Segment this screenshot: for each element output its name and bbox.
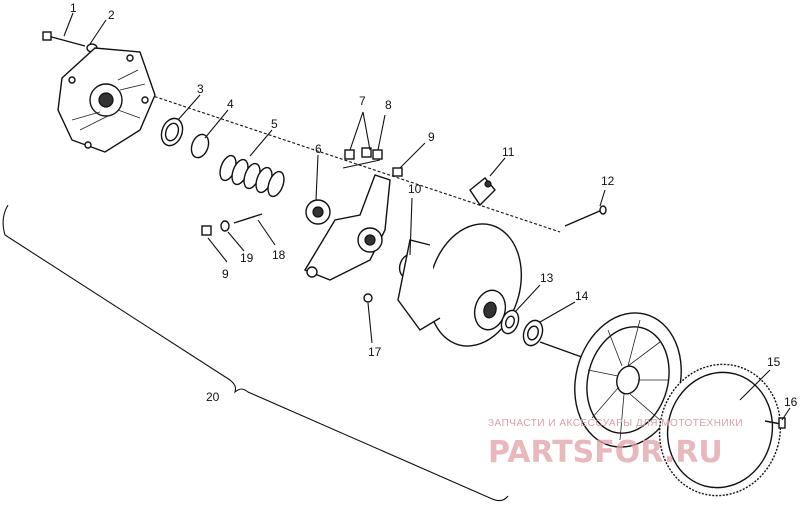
callout-1: 1 [70, 1, 77, 15]
spacer-ring-part [522, 319, 544, 347]
center-axis-line [149, 94, 561, 233]
nut-part-9b [201, 225, 212, 236]
callout-17: 17 [368, 345, 382, 359]
nut-and-washer-parts [342, 147, 383, 169]
seal-ring-part [500, 309, 520, 335]
callout-7: 7 [359, 94, 366, 108]
spider-arm-part [303, 174, 391, 281]
bushing-ring-part [160, 117, 184, 147]
cam-bushing-part [305, 199, 331, 225]
bolt-part [42, 31, 86, 47]
gear-bolt-part [764, 417, 786, 429]
spoked-wheel-part [574, 312, 682, 448]
group-bracket [2, 204, 509, 502]
snap-ring-part [190, 133, 210, 159]
callout-5: 5 [271, 117, 278, 131]
watermark-caption: ЗАПЧАСТИ И АКСЕССУАРЫ ДЛЯ МОТОТЕХНИКИ [488, 418, 743, 429]
callout-4: 4 [227, 97, 234, 111]
leader-lines [63, 12, 791, 421]
callout-13: 13 [540, 271, 554, 285]
callout-6: 6 [315, 142, 322, 156]
ring-gear-part [658, 363, 782, 497]
callout-8: 8 [385, 98, 392, 112]
clip-part [469, 177, 496, 207]
pin-part-18 [233, 213, 263, 224]
nut-part-17 [363, 293, 373, 303]
callout-11: 11 [502, 145, 515, 159]
callout-15: 15 [767, 355, 781, 369]
callout-9b: 9 [222, 267, 229, 281]
callout-9a: 9 [428, 130, 435, 144]
callout-12: 12 [601, 174, 615, 188]
callout-3: 3 [197, 82, 204, 96]
sheave-part [397, 223, 523, 347]
callout-2: 2 [108, 8, 115, 22]
cover-housing-part [57, 47, 156, 153]
pin-part [564, 205, 607, 227]
callout-14: 14 [575, 289, 589, 303]
spring-part [219, 154, 285, 198]
watermark-logo: PARTSFOR.RU [488, 435, 723, 470]
callout-10: 10 [408, 182, 422, 196]
callout-19: 19 [240, 251, 254, 265]
callout-20: 20 [206, 390, 220, 404]
callout-16: 16 [784, 395, 798, 409]
callout-18: 18 [272, 248, 286, 262]
washer-part-19 [220, 220, 230, 232]
nut-part-9a [392, 167, 403, 177]
